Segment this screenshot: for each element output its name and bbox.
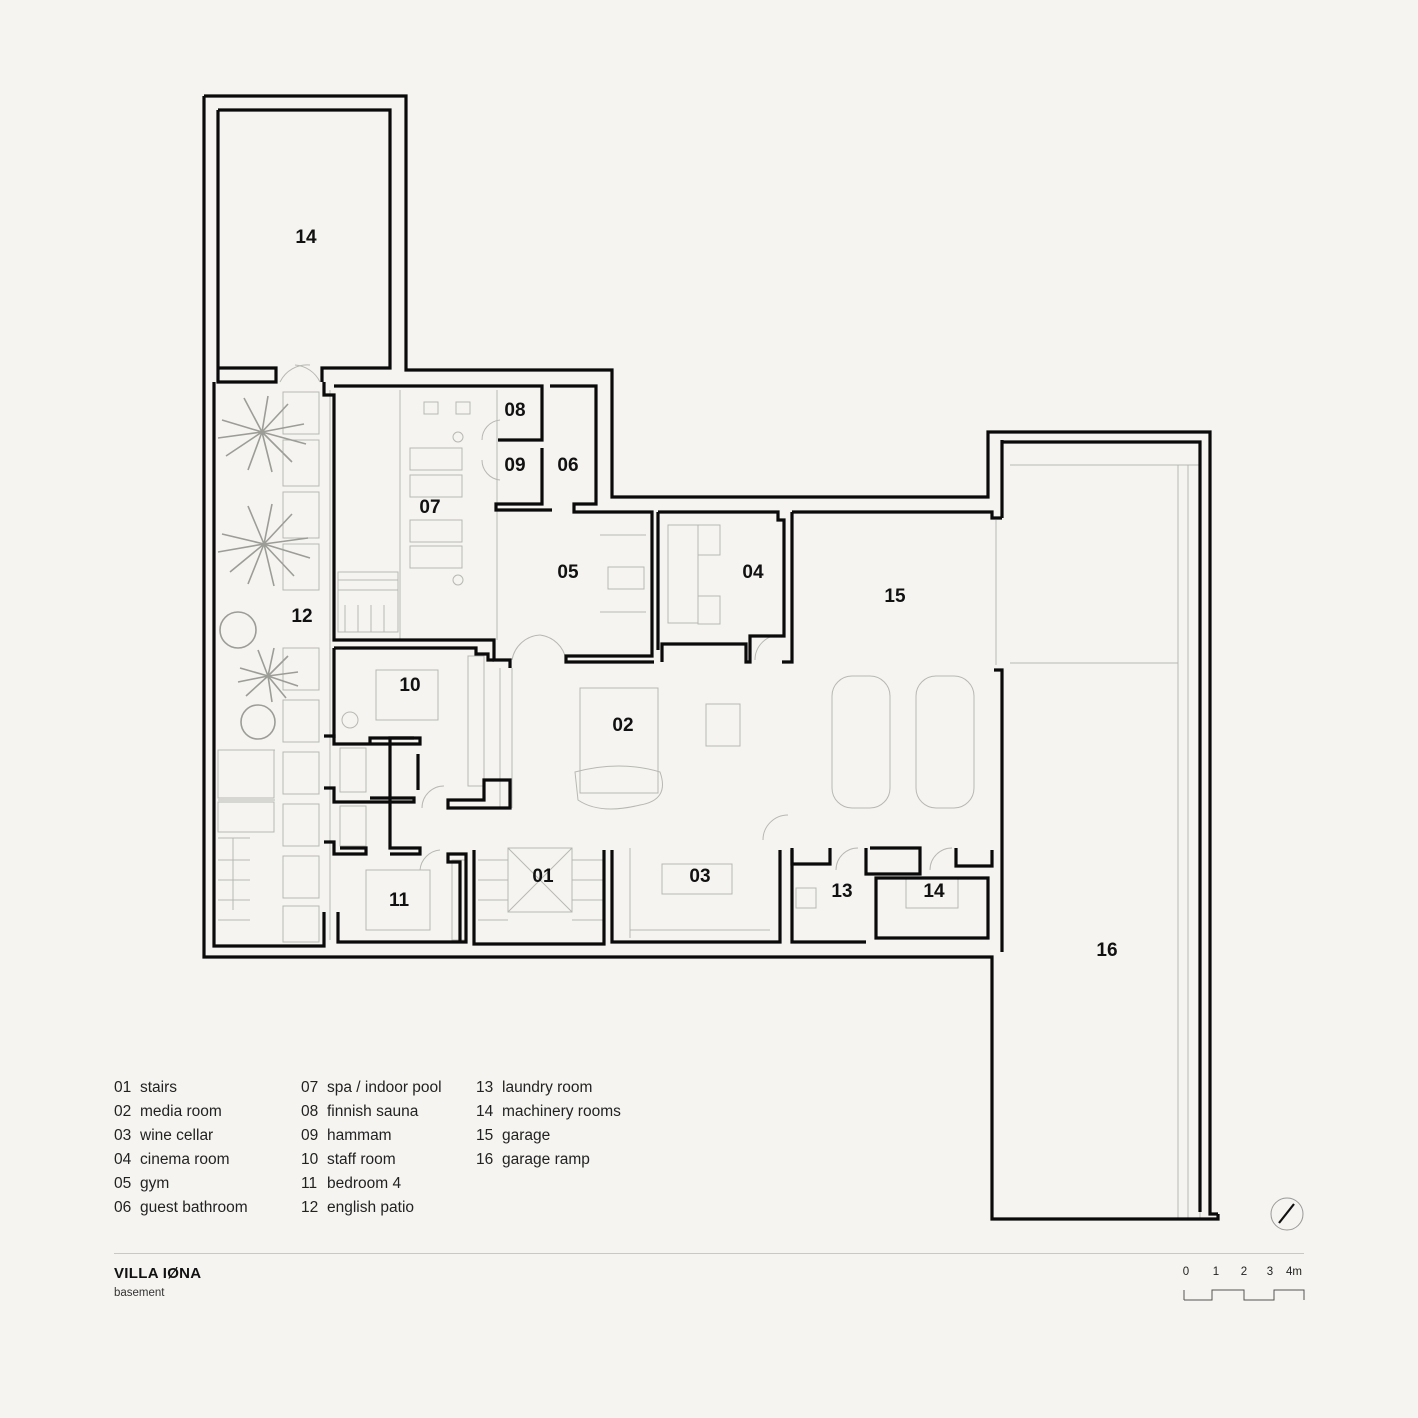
scale-label: 3 [1266,1266,1274,1278]
legend-number: 16 [476,1151,494,1168]
scale-label: 0 [1182,1266,1190,1278]
legend-name: hammam [327,1127,392,1144]
legend-name: stairs [140,1079,178,1096]
legend-name: staff room [327,1151,396,1168]
legend-column-2: 07 spa / indoor pool 08 finnish sauna 09 ha… [301,1076,442,1220]
scale-label: 4m [1286,1266,1302,1278]
room-label-06: 06 [557,455,579,476]
room-label-02: 02 [612,715,634,736]
legend-name: laundry room [502,1079,593,1096]
project-subtitle: basement [114,1287,165,1299]
project-title: VILLA IØNA [114,1265,202,1282]
legend-item: 05 gym [114,1172,248,1196]
room-label-12: 12 [291,606,313,627]
room-label-16: 16 [1096,940,1118,961]
legend-name: cinema room [140,1151,230,1168]
legend-number: 07 [301,1079,319,1096]
legend-item: 15 garage [476,1124,621,1148]
legend-name: guest bathroom [140,1199,248,1216]
legend-item: 13 laundry room [476,1076,621,1100]
legend-number: 02 [114,1103,132,1120]
room-label-14-top: 14 [295,227,317,248]
legend-number: 12 [301,1199,319,1216]
legend-item: 11 bedroom 4 [301,1172,442,1196]
room-label-01: 01 [532,866,554,887]
legend-item: 02 media room [114,1100,248,1124]
legend-name: garage ramp [502,1151,590,1168]
legend-item: 06 guest bathroom [114,1196,248,1220]
scale-label: 2 [1240,1266,1248,1278]
legend-name: garage [502,1127,551,1144]
legend-number: 08 [301,1103,319,1120]
legend-number: 03 [114,1127,132,1144]
legend-item: 04 cinema room [114,1148,248,1172]
room-label-15: 15 [884,586,906,607]
room-label-10: 10 [399,675,421,696]
legend-number: 14 [476,1103,494,1120]
room-label-07: 07 [419,497,441,518]
room-label-08: 08 [504,400,526,421]
legend-name: finnish sauna [327,1103,419,1120]
legend-item: 03 wine cellar [114,1124,248,1148]
legend-name: wine cellar [140,1127,214,1144]
room-label-14-bottom: 14 [923,881,945,902]
legend-number: 15 [476,1127,494,1144]
legend-number: 13 [476,1079,494,1096]
room-label-04: 04 [742,562,764,583]
legend-number: 04 [114,1151,132,1168]
legend-number: 01 [114,1079,132,1096]
legend-item: 12 english patio [301,1196,442,1220]
legend-number: 09 [301,1127,319,1144]
scale-label: 1 [1212,1266,1220,1278]
legend-number: 11 [301,1175,318,1192]
legend-number: 06 [114,1199,132,1216]
room-label-09: 09 [504,455,526,476]
room-label-03: 03 [689,866,711,887]
legend-name: bedroom 4 [327,1175,402,1192]
legend-item: 09 hammam [301,1124,442,1148]
legend-name: media room [140,1103,222,1120]
legend-name: english patio [327,1199,415,1216]
north-arrow-icon [1270,1197,1304,1231]
legend-column-1: 01 stairs 02 media room 03 wine cellar 04 ci… [114,1076,248,1220]
footer-divider [114,1253,1304,1254]
legend-name: spa / indoor pool [327,1079,442,1096]
legend-item: 14 machinery rooms [476,1100,621,1124]
legend-name: machinery rooms [502,1103,621,1120]
legend-item: 16 garage ramp [476,1148,621,1172]
legend-name: gym [140,1175,170,1192]
legend-item: 01 stairs [114,1076,248,1100]
room-label-11: 11 [388,890,410,911]
legend-column-3: 13 laundry room 14 machinery rooms 15 garag… [476,1076,621,1172]
legend-item: 07 spa / indoor pool [301,1076,442,1100]
legend-number: 05 [114,1175,132,1192]
legend-item: 08 finnish sauna [301,1100,442,1124]
room-label-05: 05 [557,562,579,583]
legend-number: 10 [301,1151,319,1168]
room-label-13: 13 [831,881,853,902]
legend-item: 10 staff room [301,1148,442,1172]
